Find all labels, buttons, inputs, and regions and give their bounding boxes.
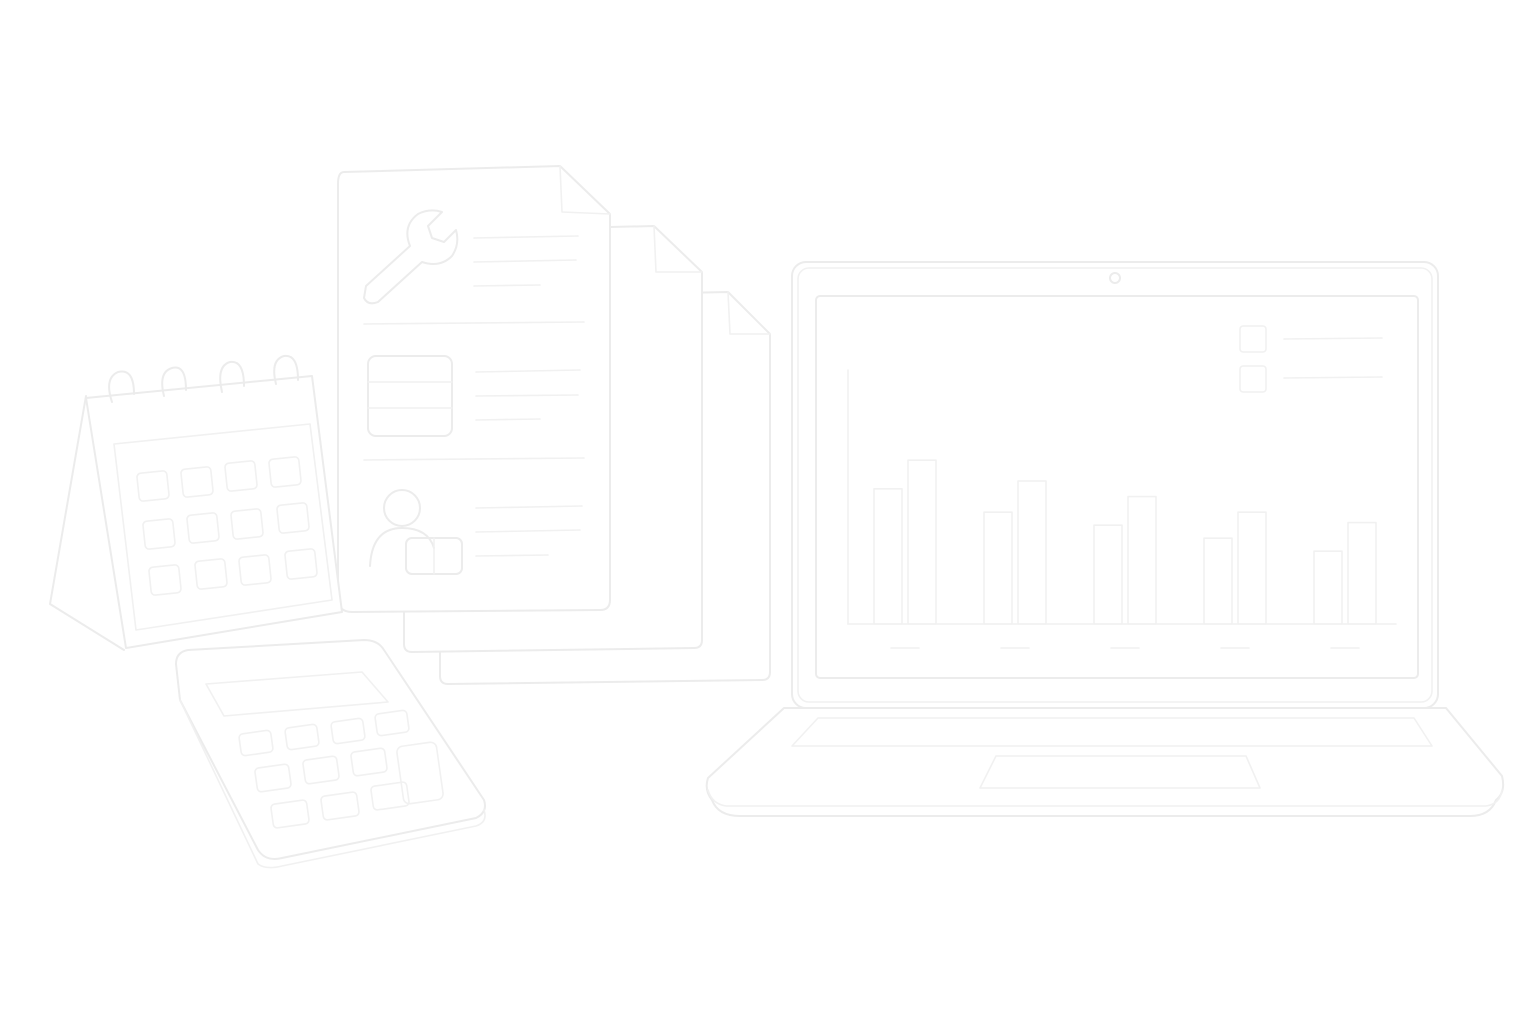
- calendar-date-grid: [136, 456, 318, 596]
- calculator-display: [205, 671, 389, 717]
- chart-bar-4-1: [1203, 537, 1233, 625]
- document-front-sheet: [337, 165, 611, 613]
- laptop-screen: [815, 295, 1419, 679]
- wrench-icon: [363, 209, 459, 305]
- desk-calendar-icon: [49, 354, 343, 651]
- document-stack-icon: [337, 165, 771, 685]
- chart-bar-2-1: [983, 511, 1013, 625]
- chart-bar-4-2: [1237, 511, 1267, 625]
- bar-chart-icon: [847, 325, 1397, 649]
- chart-bar-3-2: [1127, 495, 1157, 625]
- chart-bars: [873, 459, 1377, 625]
- chart-bar-2-2: [1017, 480, 1047, 625]
- chart-bar-1-1: [873, 487, 903, 625]
- calendar-rings: [108, 354, 299, 403]
- legend-swatch-1: [1239, 325, 1267, 353]
- chart-bar-1-2: [907, 459, 937, 625]
- chart-bar-5-2: [1347, 521, 1377, 625]
- laptop-keyboard: [791, 717, 1433, 747]
- calculator-icon: [175, 639, 486, 869]
- laptop-base: [705, 707, 1505, 817]
- laptop-icon: [705, 261, 1505, 817]
- laptop-trackpad: [979, 755, 1261, 789]
- user-icon: [369, 489, 463, 575]
- legend-swatch-2: [1239, 365, 1267, 393]
- chart-legend: [1239, 325, 1383, 393]
- database-icon: [367, 355, 453, 437]
- chart-bar-5-1: [1313, 550, 1343, 625]
- legend-line-2: [1283, 376, 1383, 379]
- webcam-icon: [1109, 272, 1121, 284]
- chart-bar-3-1: [1093, 524, 1123, 625]
- legend-line-1: [1283, 337, 1383, 340]
- calculator-keys: [238, 709, 444, 829]
